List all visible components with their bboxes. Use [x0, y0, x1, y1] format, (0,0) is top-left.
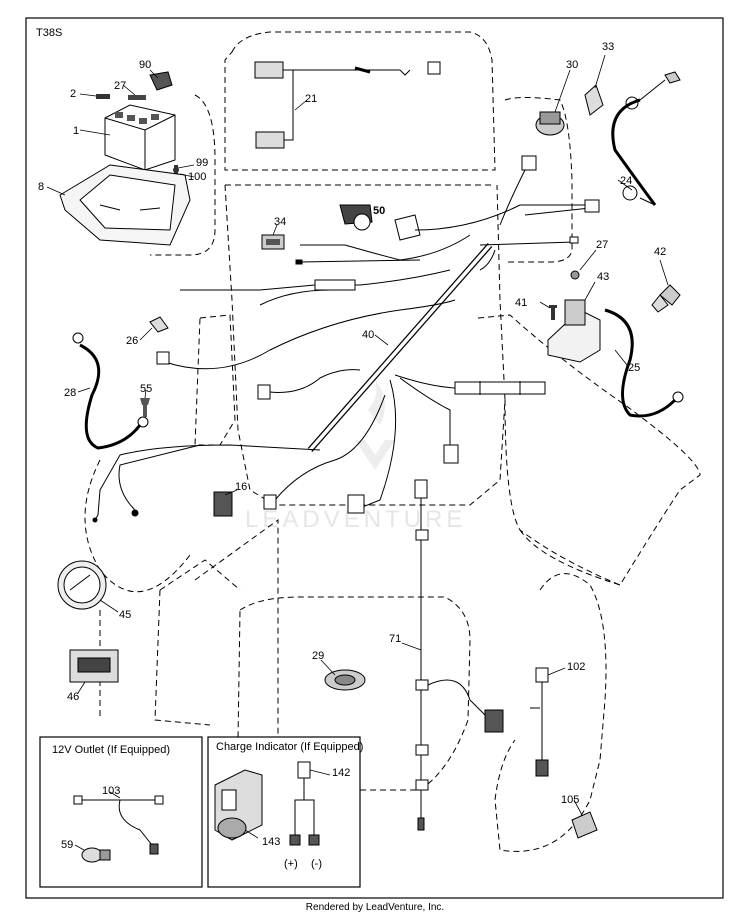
part-label-21: 21 — [305, 93, 317, 105]
switch-105-part[interactable] — [571, 811, 598, 839]
diagram-code: T38S — [36, 27, 62, 39]
gauge-part[interactable] — [57, 560, 107, 610]
starter-solenoid-part[interactable] — [547, 270, 601, 363]
outlet-harness-part[interactable] — [73, 795, 164, 855]
ignition-switch-part[interactable] — [535, 111, 565, 136]
part-label-16: 16 — [235, 481, 247, 493]
charge-indicator-part[interactable] — [214, 769, 263, 841]
part-label-143: 143 — [262, 836, 280, 848]
part-label-46: 46 — [67, 691, 79, 703]
seat-switch-harness-part[interactable] — [530, 667, 549, 777]
part-label-27-right: 27 — [596, 239, 608, 251]
part-label-41: 41 — [515, 297, 527, 309]
part-label-30: 30 — [566, 59, 578, 71]
part-label-102: 102 — [567, 661, 585, 673]
part-label-50: 50 — [373, 205, 385, 217]
part-label-24: 24 — [620, 175, 632, 187]
part-label-40: 40 — [362, 329, 374, 341]
bolt-part[interactable] — [140, 398, 150, 417]
part-label-25: 25 — [628, 362, 640, 374]
outlet-box-title: 12V Outlet (If Equipped) — [52, 744, 170, 756]
watermark-logo — [355, 380, 395, 470]
part-label-34: 34 — [274, 216, 286, 228]
outlet-socket-part[interactable] — [81, 847, 111, 863]
part-label-45: 45 — [119, 609, 131, 621]
footer-credit: Rendered by LeadVenture, Inc. — [305, 902, 445, 913]
part-label-8: 8 — [38, 181, 44, 193]
part-label-28: 28 — [64, 387, 76, 399]
outer-border — [25, 17, 724, 899]
plug-part[interactable] — [213, 491, 233, 517]
part-label-27-top: 27 — [114, 80, 126, 92]
part-label-142: 142 — [332, 767, 350, 779]
minus-terminal-label: (-) — [311, 858, 322, 870]
part-label-59: 59 — [61, 839, 73, 851]
outlet-box — [39, 736, 203, 888]
part-label-100: 100 — [188, 171, 206, 183]
charge-box-title: Charge Indicator (If Equipped) — [216, 741, 363, 753]
part-label-29: 29 — [312, 650, 324, 662]
relay-part[interactable] — [339, 204, 373, 231]
part-label-103: 103 — [102, 785, 120, 797]
part-label-33: 33 — [602, 41, 614, 53]
leader-lines — [46, 54, 669, 851]
fuse-part[interactable] — [149, 316, 169, 333]
hood-harness-part[interactable] — [254, 61, 441, 149]
part-label-2: 2 — [70, 88, 76, 100]
part-label-43: 43 — [597, 271, 609, 283]
rear-harness-part[interactable] — [414, 479, 504, 831]
part-label-26: 26 — [126, 335, 138, 347]
lead-wires — [92, 509, 139, 523]
battery-bolt-part[interactable] — [96, 71, 179, 177]
main-harness-part[interactable] — [97, 169, 591, 516]
part-label-42: 42 — [654, 246, 666, 258]
terminal-boot-part[interactable] — [651, 284, 681, 313]
harness-connector-part[interactable] — [156, 155, 600, 514]
starter-cable-part[interactable] — [604, 308, 684, 418]
battery-part[interactable] — [104, 104, 176, 171]
bolt-41-part[interactable] — [549, 305, 557, 320]
part-label-1: 1 — [73, 125, 79, 137]
plus-terminal-label: (+) — [284, 858, 298, 870]
hour-meter-part[interactable] — [69, 649, 119, 683]
ground-cable-part[interactable] — [611, 71, 681, 206]
battery-cable-part[interactable] — [72, 332, 149, 450]
part-label-55: 55 — [140, 383, 152, 395]
key-part[interactable] — [584, 84, 604, 116]
part-label-99: 99 — [196, 157, 208, 169]
part-label-71: 71 — [389, 633, 401, 645]
part-label-105: 105 — [561, 794, 579, 806]
switch-part[interactable] — [261, 234, 285, 250]
battery-tray-part[interactable] — [59, 164, 191, 246]
part-label-90: 90 — [139, 59, 151, 71]
grommet-part[interactable] — [324, 669, 366, 691]
part-labels: 90 27 2 1 99 100 8 21 30 33 24 34 50 27 … — [38, 41, 666, 851]
